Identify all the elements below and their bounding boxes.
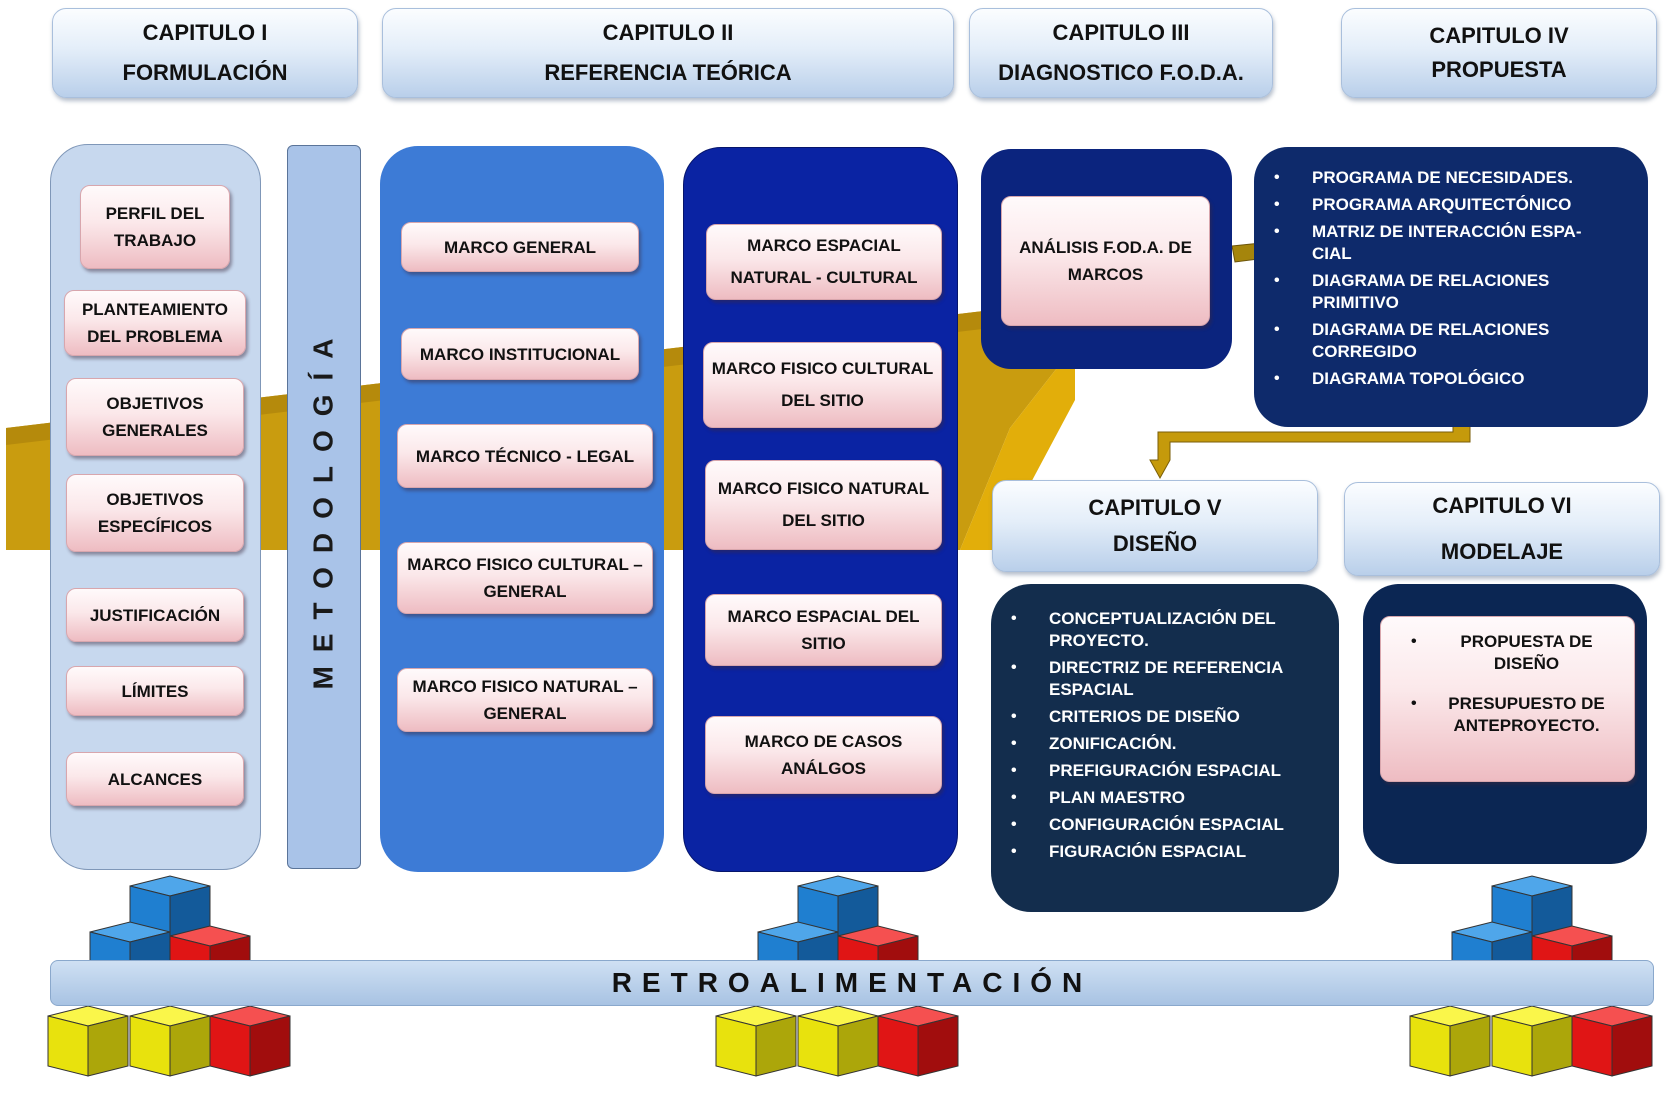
formulacion-item[interactable]: PLANTEAMIENTO DEL PROBLEMA (64, 290, 246, 356)
chapter-3-header: CAPITULO III DIAGNOSTICO F.O.D.A. (969, 8, 1273, 98)
modelaje-box[interactable]: PROPUESTA DE DISEÑO PRESUPUESTO DE ANTEP… (1380, 616, 1635, 782)
metodologia-label: METODOLOGÍA (308, 324, 340, 690)
chapter-3-title: DIAGNOSTICO F.O.D.A. (998, 60, 1244, 85)
formulacion-item[interactable]: PERFIL DEL TRABAJO (80, 185, 230, 269)
marcos-item[interactable]: MARCO FISICO CULTURAL DEL SITIO (703, 342, 942, 428)
chapter-3-number: CAPITULO III (1052, 20, 1190, 45)
propuesta-panel: PROGRAMA DE NECESIDADES. PROGRAMA ARQUIT… (1254, 147, 1648, 427)
referencia-item[interactable]: MARCO INSTITUCIONAL (401, 328, 639, 380)
chapter-4-number: CAPITULO IV (1429, 23, 1569, 48)
diseno-item: FIGURACIÓN ESPACIAL (991, 841, 1323, 863)
diseno-item: DIRECTRIZ DE REFERENCIA ESPACIAL (991, 657, 1323, 701)
diseno-item: PLAN MAESTRO (991, 787, 1323, 809)
formulacion-item[interactable]: JUSTIFICACIÓN (66, 588, 244, 642)
chapter-1-number: CAPITULO I (142, 20, 268, 45)
modelaje-list: PROPUESTA DE DISEÑO PRESUPUESTO DE ANTEP… (1391, 631, 1624, 737)
chapter-5-title: DISEÑO (1112, 531, 1198, 556)
marcos-item[interactable]: MARCO ESPACIAL NATURAL - CULTURAL (706, 224, 942, 300)
propuesta-item: PROGRAMA DE NECESIDADES. (1254, 167, 1612, 189)
formulacion-item[interactable]: LÍMITES (66, 666, 244, 716)
diseno-list: CONCEPTUALIZACIÓN DEL PROYECTO. DIRECTRI… (991, 608, 1323, 863)
chapter-2-number: CAPITULO II (602, 20, 734, 45)
chapter-4-header: CAPITULO IV PROPUESTA (1341, 8, 1657, 98)
propuesta-item: PROGRAMA ARQUITECTÓNICO (1254, 194, 1612, 216)
propuesta-list: PROGRAMA DE NECESIDADES. PROGRAMA ARQUIT… (1254, 167, 1612, 390)
formulacion-item[interactable]: OBJETIVOS GENERALES (66, 378, 244, 456)
chapter-1-header: CAPITULO I FORMULACIÓN (52, 8, 358, 98)
chapter-2-header: CAPITULO II REFERENCIA TEÓRICA (382, 8, 954, 98)
diseno-item: PREFIGURACIÓN ESPACIAL (991, 760, 1323, 782)
chapter-5-number: CAPITULO V (1088, 495, 1222, 520)
diseno-item: CONFIGURACIÓN ESPACIAL (991, 814, 1323, 836)
referencia-item[interactable]: MARCO FISICO NATURAL – GENERAL (397, 668, 653, 732)
foda-analysis-box[interactable]: ANÁLISIS F.OD.A. DE MARCOS (1001, 196, 1210, 326)
chapter-4-title: PROPUESTA (1431, 57, 1567, 82)
modelaje-item: PROPUESTA DE DISEÑO (1391, 631, 1624, 675)
referencia-item[interactable]: MARCO TÉCNICO - LEGAL (397, 424, 653, 488)
referencia-item[interactable]: MARCO FISICO CULTURAL – GENERAL (397, 542, 653, 614)
diseno-panel: CONCEPTUALIZACIÓN DEL PROYECTO. DIRECTRI… (991, 584, 1339, 912)
propuesta-item: DIAGRAMA DE RELACIONES PRIMITIVO (1254, 270, 1612, 314)
chapter-6-header: CAPITULO VI MODELAJE (1344, 482, 1660, 576)
propuesta-item: DIAGRAMA DE RELACIONES CORREGIDO (1254, 319, 1612, 363)
chapter-1-title: FORMULACIÓN (122, 60, 288, 85)
formulacion-item[interactable]: OBJETIVOS ESPECÍFICOS (66, 474, 244, 552)
propuesta-item: DIAGRAMA TOPOLÓGICO (1254, 368, 1612, 390)
diseno-item: ZONIFICACIÓN. (991, 733, 1323, 755)
modelaje-item: PRESUPUESTO DE ANTEPROYECTO. (1391, 693, 1624, 737)
diseno-item: CRITERIOS DE DISEÑO (991, 706, 1323, 728)
retroalimentacion-label: RETROALIMENTACIÓN (611, 967, 1093, 998)
chapter-6-title: MODELAJE (1440, 539, 1564, 564)
metodologia-bar: METODOLOGÍA (287, 145, 361, 869)
formulacion-item[interactable]: ALCANCES (66, 752, 244, 806)
diseno-item: CONCEPTUALIZACIÓN DEL PROYECTO. (991, 608, 1323, 652)
marcos-item[interactable]: MARCO DE CASOS ANÁLGOS (705, 716, 942, 794)
chapter-5-header: CAPITULO V DISEÑO (992, 480, 1318, 572)
marcos-item[interactable]: MARCO FISICO NATURAL DEL SITIO (705, 460, 942, 550)
chapter-6-number: CAPITULO VI (1432, 493, 1572, 518)
retroalimentacion-bar: RETROALIMENTACIÓN (50, 960, 1654, 1006)
marcos-item[interactable]: MARCO ESPACIAL DEL SITIO (705, 594, 942, 666)
chapter-2-title: REFERENCIA TEÓRICA (544, 60, 792, 85)
propuesta-item: MATRIZ DE INTERACCIÓN ESPA-CIAL (1254, 221, 1612, 265)
referencia-item[interactable]: MARCO GENERAL (401, 222, 639, 272)
